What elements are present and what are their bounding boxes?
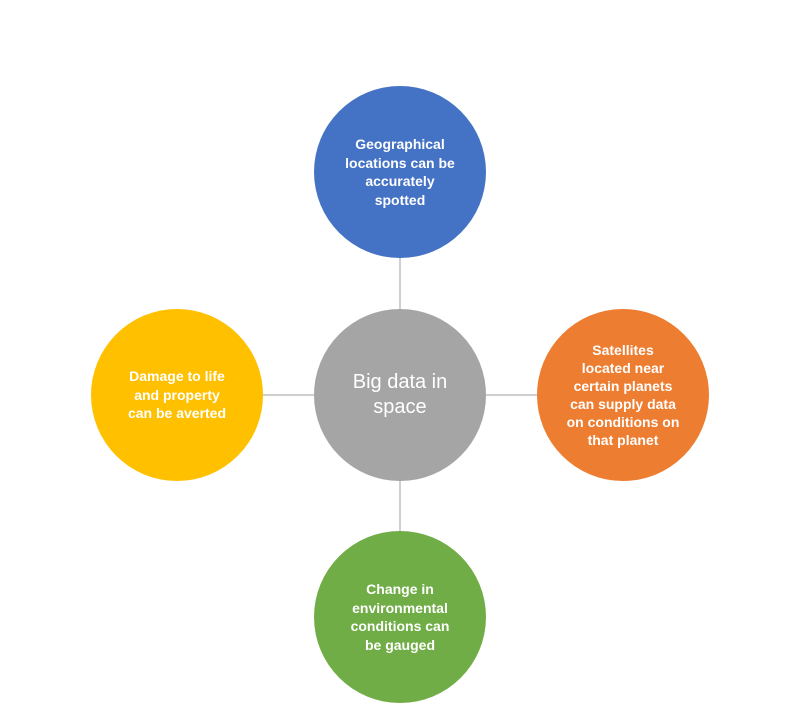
center-node-big-data-in-space: Big data in space <box>314 309 486 481</box>
node-satellites-data-label: Satellites located near certain planets … <box>566 342 680 448</box>
node-environmental-conditions: Change in environmental conditions can b… <box>314 531 486 703</box>
node-geographical-locations-label: Geographical locations can be accurately… <box>345 136 455 208</box>
node-damage-averted-label: Damage to life and property can be avert… <box>127 368 227 422</box>
node-geographical-locations: Geographical locations can be accurately… <box>314 86 486 258</box>
node-satellites-data: Satellites located near certain planets … <box>537 309 709 481</box>
node-environmental-conditions-label: Change in environmental conditions can b… <box>350 581 450 653</box>
node-damage-averted: Damage to life and property can be avert… <box>91 309 263 481</box>
center-node-label: Big data in space <box>352 371 448 418</box>
